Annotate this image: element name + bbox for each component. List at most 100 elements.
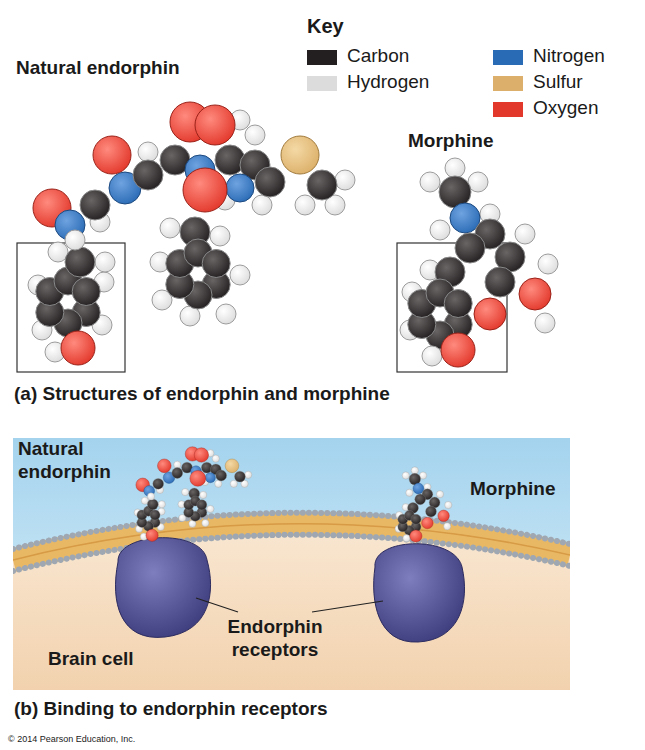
atom-sphere <box>335 170 355 190</box>
atom-sphere <box>230 480 237 487</box>
atom-sphere <box>252 195 272 215</box>
atom-sphere <box>485 267 515 297</box>
atom-sphere <box>212 455 219 462</box>
atom-sphere <box>441 333 475 367</box>
cytoplasm <box>13 524 570 690</box>
atom-sphere <box>95 252 115 272</box>
atom-sphere <box>216 470 227 481</box>
atom-sphere <box>444 523 451 530</box>
atom-sphere <box>444 290 472 318</box>
atom-sphere <box>415 494 426 505</box>
atom-sphere <box>65 230 85 250</box>
atom-sphere <box>216 304 236 324</box>
atom-sphere <box>245 125 265 145</box>
atom-sphere <box>406 489 413 496</box>
atom-sphere <box>538 254 558 274</box>
legend-heading: Key <box>307 14 387 38</box>
atom-sphere <box>422 346 442 366</box>
atom-sphere <box>295 195 315 215</box>
legend-swatch <box>493 102 523 117</box>
atom-sphere <box>197 500 207 510</box>
atom-sphere <box>535 313 555 333</box>
atom-sphere <box>210 226 230 246</box>
atom-sphere <box>153 478 164 489</box>
legend-swatch <box>493 50 523 65</box>
atom-sphere <box>235 471 246 482</box>
atom-sphere <box>225 459 239 473</box>
atom-sphere <box>65 247 95 277</box>
legend-swatch <box>307 76 337 91</box>
atom-sphere <box>138 142 158 162</box>
atom-sphere <box>445 501 452 508</box>
atom-sphere <box>402 472 409 479</box>
atom-sphere <box>215 480 222 487</box>
atom-sphere <box>72 278 100 306</box>
panel-caption: (a) Structures of endorphin and morphine <box>14 383 624 406</box>
atom-sphere <box>147 499 158 510</box>
atom-sphere <box>410 530 422 542</box>
legend-text: Carbon <box>347 45 409 68</box>
molecule-name: Morphine <box>408 130 538 153</box>
legend-swatch <box>493 76 523 91</box>
atom-sphere <box>450 203 480 233</box>
atom-sphere <box>245 471 252 478</box>
molecule-name: Natural endorphin <box>16 57 246 80</box>
atom-sphere <box>202 250 230 278</box>
atom-sphere <box>183 168 227 212</box>
atom-sphere <box>413 483 424 494</box>
receptor-protein <box>374 544 465 642</box>
atom-sphere <box>202 519 209 526</box>
legend-text: Nitrogen <box>533 45 605 68</box>
copyright-note: © 2014 Pearson Education, Inc. <box>8 734 268 745</box>
part-label: Endorphin receptors <box>205 616 345 662</box>
atom-sphere <box>93 136 131 174</box>
atom-sphere <box>207 505 214 512</box>
atom-sphere <box>445 158 465 178</box>
molecule-name: Natural endorphin <box>18 438 126 484</box>
membrane-heads <box>13 513 570 549</box>
atom-sphere <box>160 218 180 238</box>
extracellular-ground <box>13 438 570 690</box>
legend-text: Sulfur <box>533 71 583 94</box>
atom-sphere <box>307 170 337 200</box>
atom-sphere <box>158 501 165 508</box>
atom-sphere <box>281 136 319 174</box>
atom-sphere <box>194 448 208 462</box>
atom-sphere <box>230 265 250 285</box>
atom-sphere <box>426 506 437 517</box>
atom-sphere <box>147 493 154 500</box>
receptor-protein <box>115 538 210 638</box>
panel-caption: (b) Binding to endorphin receptors <box>14 698 624 721</box>
atom-sphere <box>515 224 535 244</box>
atom-sphere <box>411 514 421 524</box>
atom-sphere <box>182 488 189 495</box>
leader-line <box>312 601 383 612</box>
legend-swatch <box>307 50 337 65</box>
atom-sphere <box>205 473 215 483</box>
atom-sphere <box>190 470 206 486</box>
atom-sphere <box>174 461 181 468</box>
membrane-heads <box>13 535 570 571</box>
atom-sphere <box>157 459 171 473</box>
atom-sphere <box>200 491 207 498</box>
atom-sphere <box>436 491 443 498</box>
atom-sphere <box>474 298 506 330</box>
atom-sphere <box>519 278 551 310</box>
legend-text: Oxygen <box>533 97 598 120</box>
atom-sphere <box>430 220 450 240</box>
ring-box <box>17 243 125 372</box>
atom-sphere <box>133 160 163 190</box>
atom-sphere <box>411 467 418 474</box>
atom-sphere <box>61 331 95 365</box>
atom-sphere <box>422 517 434 529</box>
atom-sphere <box>150 510 160 520</box>
atom-sphere <box>255 167 285 197</box>
atom-sphere <box>172 468 183 479</box>
molecule-name: Morphine <box>470 478 600 501</box>
atom-sphere <box>80 190 110 220</box>
atom-sphere <box>455 233 485 263</box>
atom-sphere <box>420 172 440 192</box>
leader-line <box>196 598 238 612</box>
legend-text: Hydrogen <box>347 71 429 94</box>
